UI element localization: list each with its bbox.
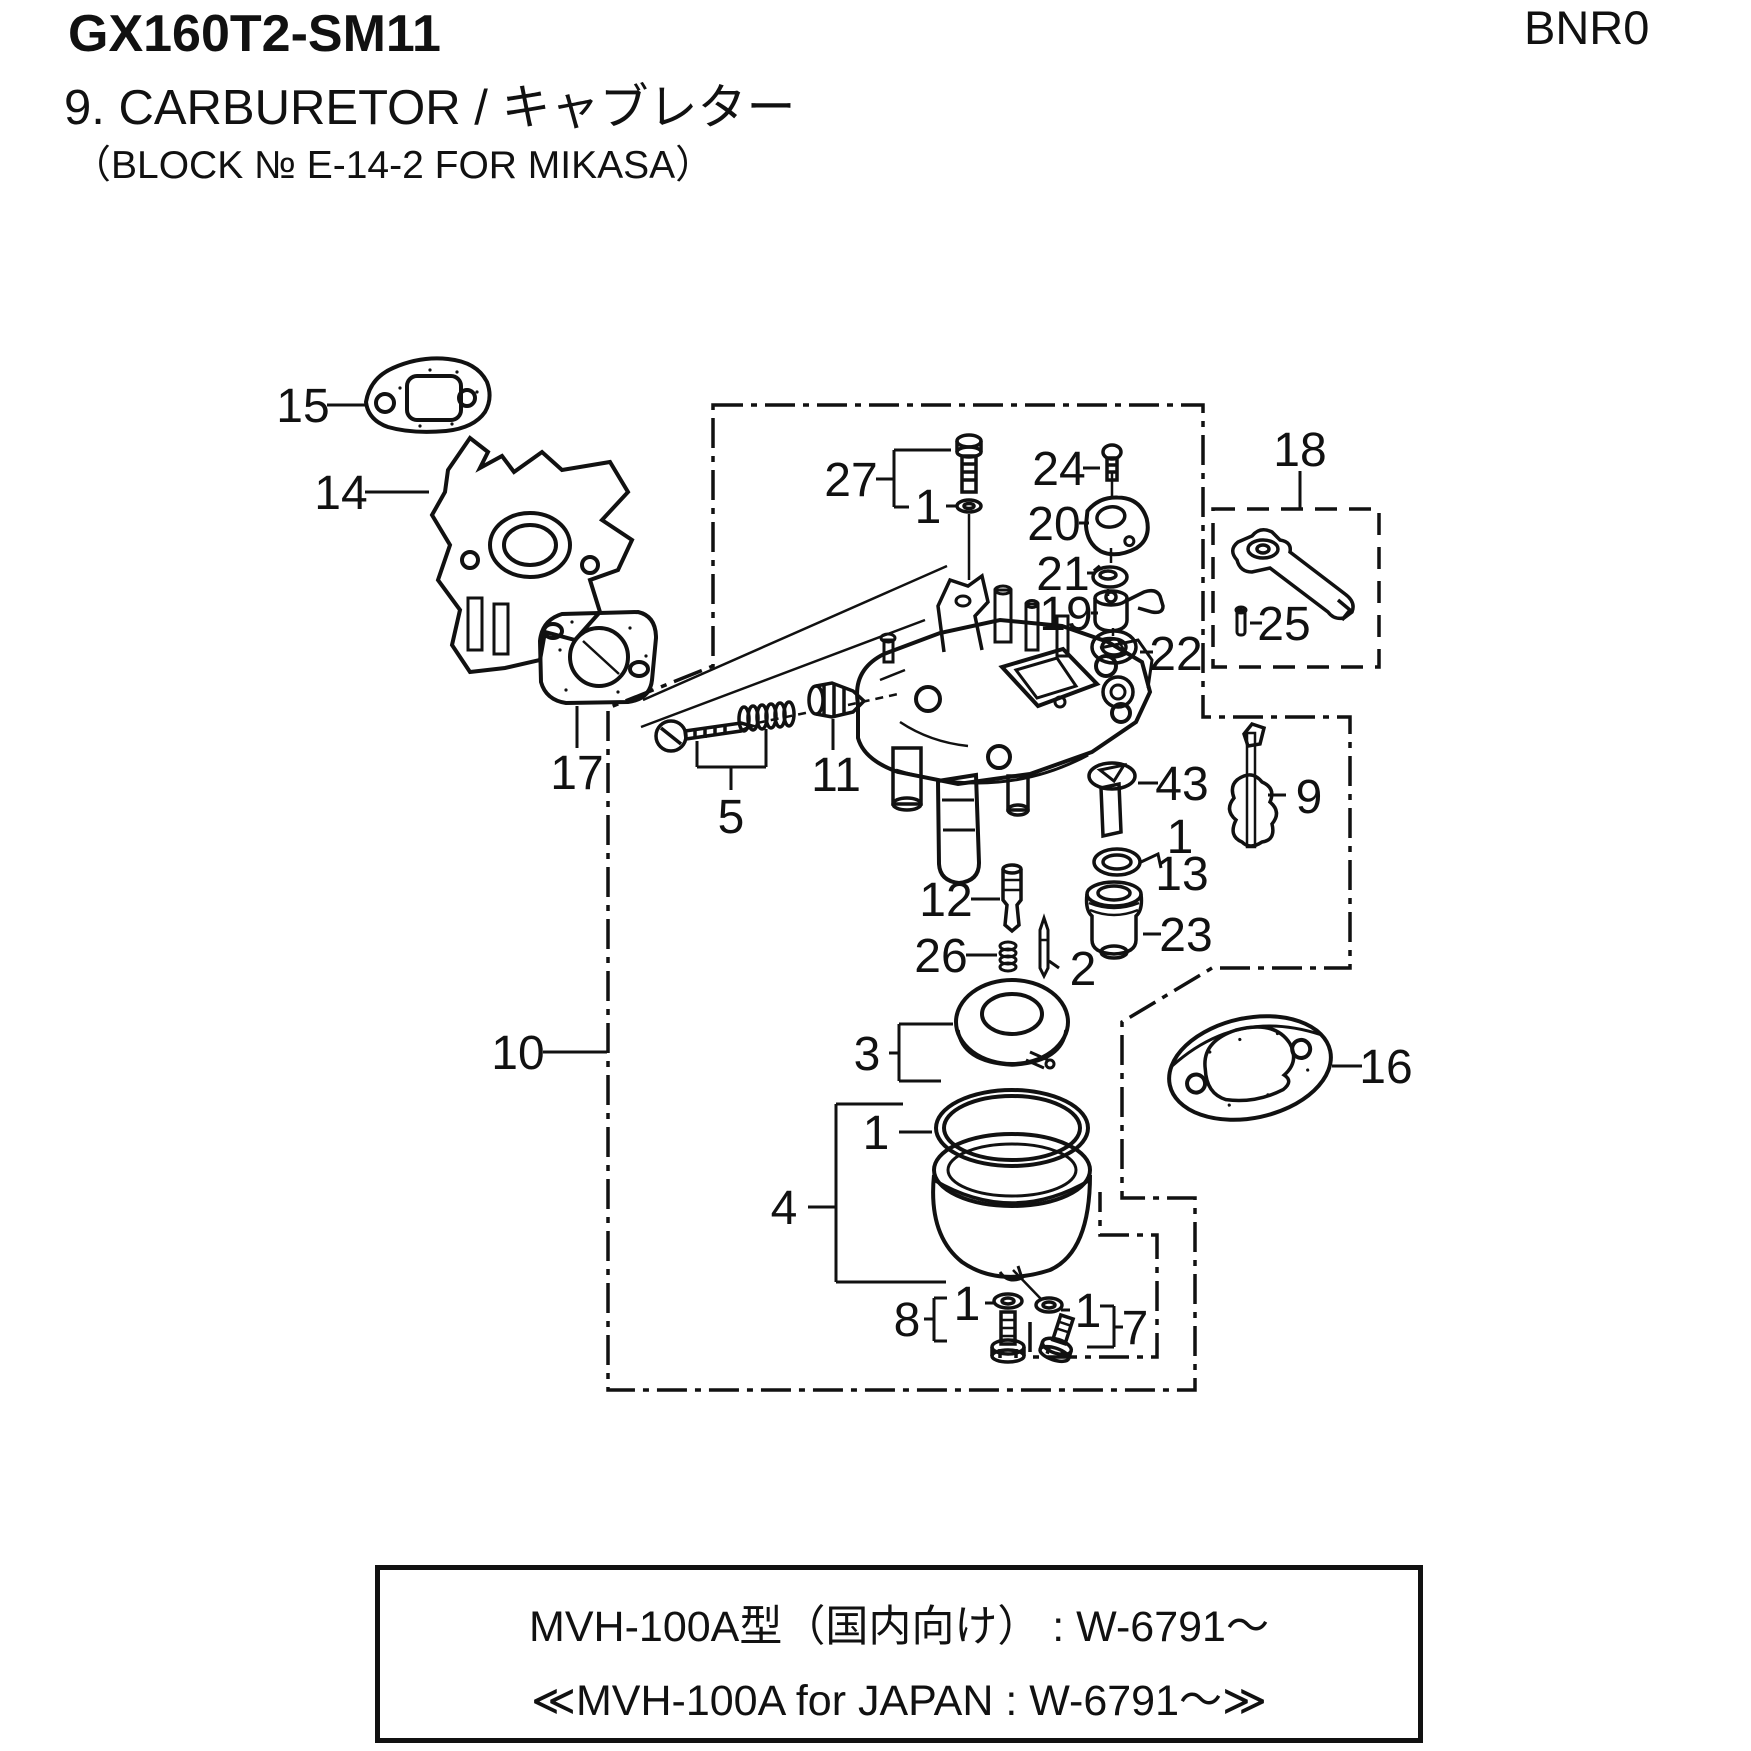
part-2-float-valve	[1038, 913, 1050, 980]
callout-1b: 1	[1167, 811, 1194, 864]
part-43-valve	[1087, 761, 1137, 839]
callout-4: 4	[771, 1182, 798, 1235]
callout-13: 13	[1155, 848, 1208, 901]
part-4-float-bowl	[931, 1132, 1092, 1282]
callout-1a: 1	[915, 481, 942, 534]
projection-lines	[582, 473, 1115, 1300]
part-8-drain-bolt	[990, 1310, 1026, 1364]
callout-23: 23	[1159, 909, 1212, 962]
callout-1c: 1	[863, 1107, 890, 1160]
page-title-section: 9. CARBURETOR / キャブレター	[64, 81, 796, 135]
detail-box-18	[1211, 507, 1381, 669]
part-18-lever	[1231, 528, 1355, 622]
part-1-washer-7	[1034, 1296, 1064, 1314]
callout-15: 15	[276, 380, 329, 433]
callout-19: 19	[1039, 588, 1092, 641]
part-16-gasket	[1167, 1014, 1333, 1122]
callout-24: 24	[1032, 443, 1085, 496]
part-19-fuel-valve	[1093, 588, 1165, 633]
part-1-washer-27	[955, 498, 983, 514]
model-applicability-note: MVH-100A型（国内向け） : W-6791～ ≪MVH-100A for …	[375, 1565, 1423, 1743]
callout-27: 27	[824, 454, 877, 507]
part-14-insulator	[429, 435, 635, 675]
callout-9: 9	[1296, 771, 1323, 824]
callout-8: 8	[894, 1294, 921, 1347]
part-9-gasket	[1227, 721, 1279, 849]
page-title-block: （BLOCK № E-14-2 FOR MIKASA）	[72, 144, 715, 187]
callout-10: 10	[491, 1027, 544, 1080]
assembly-boundary-chain-line	[606, 403, 1352, 1392]
part-carburetor-body	[855, 573, 1154, 886]
part-22-strainer	[1090, 629, 1138, 665]
part-15-gasket	[363, 356, 492, 434]
callout-17: 17	[550, 747, 603, 800]
part-23-seat	[1084, 880, 1144, 960]
callout-3: 3	[854, 1028, 881, 1081]
page-title-model: GX160T2-SM11	[68, 5, 441, 63]
callout-25: 25	[1257, 598, 1310, 651]
note-line-domestic: MVH-100A型（国内向け） : W-6791～	[529, 1603, 1269, 1651]
part-25-pin	[1234, 605, 1248, 637]
part-3-float	[954, 978, 1070, 1070]
part-1-washer-8	[992, 1292, 1024, 1310]
callout-1d: 1	[954, 1278, 981, 1331]
part-26-spring	[998, 940, 1018, 973]
callout-numbers: 15 14 17 5 11 27 1 24 20 21 19 22 18 25 …	[276, 380, 1412, 1355]
part-7-bolt	[1038, 1312, 1076, 1364]
callout-22: 22	[1149, 628, 1202, 681]
part-1-bowl-gasket	[934, 1088, 1090, 1168]
callout-20: 20	[1027, 498, 1080, 551]
note-line-japan: ≪MVH-100A for JAPAN : W-6791～≫	[530, 1677, 1268, 1725]
callout-18: 18	[1273, 424, 1326, 477]
callout-1e: 1	[1075, 1285, 1102, 1338]
callout-16: 16	[1359, 1041, 1412, 1094]
part-20-cover	[1083, 495, 1150, 557]
callout-26: 26	[914, 930, 967, 983]
callout-11: 11	[811, 749, 861, 802]
callout-5: 5	[718, 791, 745, 844]
callout-14: 14	[314, 467, 367, 520]
part-24-screw	[1101, 443, 1123, 482]
part-5-screw-spring	[654, 700, 796, 753]
part-17-gasket	[537, 609, 659, 706]
part-27-bolt	[955, 433, 983, 494]
page-code: BNR0	[1524, 1, 1650, 54]
callout-21: 21	[1036, 548, 1089, 601]
part-12-nozzle	[1001, 863, 1023, 934]
callout-2: 2	[1070, 943, 1097, 996]
leader-lines	[327, 403, 1362, 1349]
callout-43: 43	[1155, 758, 1208, 811]
callout-7: 7	[1122, 1302, 1149, 1355]
callout-12: 12	[919, 874, 972, 927]
part-21-nut	[1091, 564, 1129, 589]
part-13-o-ring	[1092, 847, 1142, 877]
part-11-pilot-screw	[807, 681, 867, 719]
